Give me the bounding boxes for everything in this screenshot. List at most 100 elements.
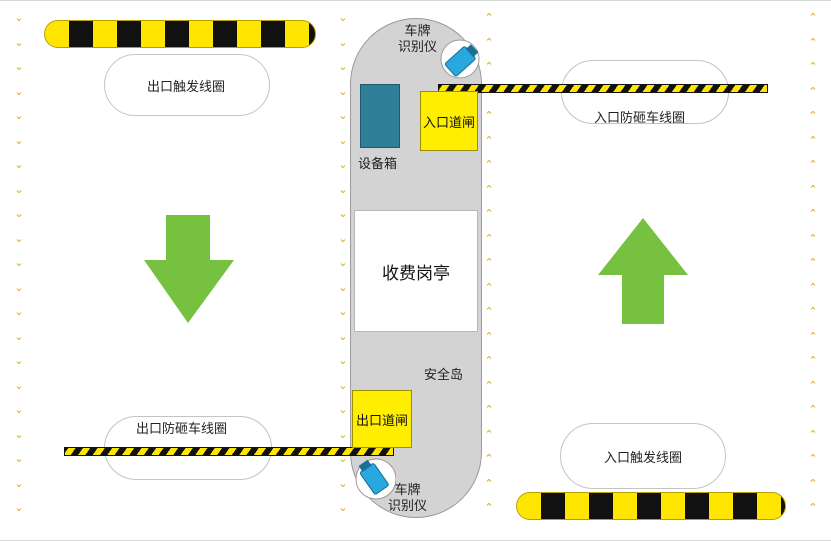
lane-mark-chevron: ⌄ xyxy=(14,11,24,24)
lane-mark-chevron: ⌄ xyxy=(338,207,348,220)
lane-mark-chevron: ⌄ xyxy=(338,133,348,147)
lane-mark-chevron: ⌃ xyxy=(808,256,818,269)
lane-mark-chevron: ⌄ xyxy=(338,403,348,416)
lane-mark-chevron: ⌄ xyxy=(338,280,348,294)
arrow-down-shape xyxy=(144,215,234,323)
lane-mark-chevron: ⌃ xyxy=(484,354,494,367)
lane-mark-chevron: ⌄ xyxy=(338,305,348,318)
camera-icon xyxy=(440,39,480,79)
lane-mark-chevron: ⌄ xyxy=(338,158,348,171)
lane-mark-chevron: ⌄ xyxy=(14,280,24,294)
lane-mark-chevron: ⌄ xyxy=(14,60,24,73)
lane-mark-chevron: ⌃ xyxy=(808,84,818,98)
lane-mark-chevron: ⌄ xyxy=(338,60,348,73)
lane-mark-chevron: ⌄ xyxy=(14,452,24,465)
lane-mark-chevron: ⌄ xyxy=(338,329,348,343)
lane-mark-chevron: ⌃ xyxy=(484,378,494,392)
lane-mark-chevron: ⌃ xyxy=(484,60,494,73)
lane-marks-center-right: ⌃⌃⌃⌃⌃⌃⌃⌃⌃⌃⌃⌃⌃⌃⌃⌃⌃⌃⌃⌃⌃ xyxy=(482,6,496,521)
exit-gate-box: 出口道闸 xyxy=(352,390,412,448)
lane-mark-chevron: ⌃ xyxy=(808,280,818,294)
lane-mark-chevron: ⌃ xyxy=(484,427,494,441)
entry-trigger-loop-label: 入口触发线圈 xyxy=(604,451,683,466)
lane-mark-chevron: ⌄ xyxy=(338,378,348,392)
lane-mark-chevron: ⌃ xyxy=(484,133,494,147)
camera-icon-bottom xyxy=(355,458,396,500)
camera-top-label-line1: 车牌 xyxy=(404,24,431,39)
lane-mark-chevron: ⌃ xyxy=(808,35,818,49)
lane-mark-chevron: ⌄ xyxy=(14,329,24,343)
lane-mark-chevron: ⌄ xyxy=(14,256,24,269)
lane-mark-chevron: ⌃ xyxy=(484,11,494,24)
lane-mark-chevron: ⌃ xyxy=(808,452,818,465)
lane-mark-chevron: ⌄ xyxy=(338,256,348,269)
device-box-label: 设备箱 xyxy=(358,157,398,172)
entry-gate-box: 入口道闸 xyxy=(420,91,478,151)
lane-mark-chevron: ⌄ xyxy=(338,84,348,98)
lane-mark-chevron: ⌄ xyxy=(14,354,24,367)
lane-mark-chevron: ⌃ xyxy=(808,207,818,220)
lane-mark-chevron: ⌄ xyxy=(14,501,24,514)
lane-mark-chevron: ⌄ xyxy=(338,182,348,196)
lane-mark-chevron: ⌄ xyxy=(338,11,348,24)
exit-trigger-loop xyxy=(104,54,270,116)
lane-mark-chevron: ⌃ xyxy=(808,109,818,122)
lane-mark-chevron: ⌃ xyxy=(484,501,494,514)
lane-mark-chevron: ⌃ xyxy=(484,476,494,490)
lane-mark-chevron: ⌃ xyxy=(484,452,494,465)
lane-mark-chevron: ⌃ xyxy=(484,231,494,245)
lane-mark-chevron: ⌄ xyxy=(14,133,24,147)
camera-bottom-label-line2: 识别仪 xyxy=(388,499,428,514)
lane-mark-chevron: ⌄ xyxy=(14,84,24,98)
lane-mark-chevron: ⌄ xyxy=(338,476,348,490)
lane-marks-right: ⌃⌃⌃⌃⌃⌃⌃⌃⌃⌃⌃⌃⌃⌃⌃⌃⌃⌃⌃⌃⌃ xyxy=(806,6,820,521)
exit-spike-strip xyxy=(44,20,316,48)
entry-spike-strip xyxy=(516,492,786,520)
lane-marks-left: ⌄⌄⌄⌄⌄⌄⌄⌄⌄⌄⌄⌄⌄⌄⌄⌄⌄⌄⌄⌄⌄ xyxy=(12,6,26,521)
lane-mark-chevron: ⌃ xyxy=(484,109,494,122)
lane-mark-chevron: ⌄ xyxy=(14,231,24,245)
lane-mark-chevron: ⌃ xyxy=(808,133,818,147)
lane-mark-chevron: ⌃ xyxy=(808,231,818,245)
lane-mark-chevron: ⌃ xyxy=(808,11,818,24)
lane-mark-chevron: ⌃ xyxy=(484,329,494,343)
toll-booth: 收费岗亭 xyxy=(354,210,478,332)
lane-mark-chevron: ⌃ xyxy=(808,427,818,441)
exit-trigger-loop-label: 出口触发线圈 xyxy=(147,80,226,95)
lane-mark-chevron: ⌄ xyxy=(14,305,24,318)
arrow-up-shape xyxy=(598,218,688,324)
lane-mark-chevron: ⌄ xyxy=(338,501,348,514)
lane-mark-chevron: ⌃ xyxy=(808,501,818,514)
lane-mark-chevron: ⌄ xyxy=(338,109,348,122)
lane-mark-chevron: ⌄ xyxy=(338,354,348,367)
device-box xyxy=(360,84,400,148)
lane-mark-chevron: ⌃ xyxy=(484,256,494,269)
camera-bottom-label-line1: 车牌 xyxy=(394,483,421,498)
lane-mark-chevron: ⌄ xyxy=(14,109,24,122)
camera-bottom-lens xyxy=(358,459,372,472)
exit-gate-arm xyxy=(64,447,394,456)
arrow-up-icon xyxy=(598,218,688,324)
lane-mark-chevron: ⌄ xyxy=(14,35,24,49)
lane-mark-chevron: ⌄ xyxy=(338,427,348,441)
lane-mark-chevron: ⌄ xyxy=(14,182,24,196)
lane-mark-chevron: ⌃ xyxy=(484,182,494,196)
lane-mark-chevron: ⌄ xyxy=(14,158,24,171)
lane-mark-chevron: ⌃ xyxy=(484,280,494,294)
arrow-down-icon xyxy=(144,215,234,323)
lane-mark-chevron: ⌃ xyxy=(808,182,818,196)
lane-mark-chevron: ⌃ xyxy=(808,378,818,392)
lane-mark-chevron: ⌄ xyxy=(14,427,24,441)
camera-bottom-label: 车牌 识别仪 xyxy=(388,483,427,515)
lane-mark-chevron: ⌃ xyxy=(808,354,818,367)
lane-mark-chevron: ⌃ xyxy=(808,476,818,490)
lane-mark-chevron: ⌃ xyxy=(808,329,818,343)
entry-trigger-loop xyxy=(560,423,726,489)
lane-mark-chevron: ⌄ xyxy=(14,378,24,392)
camera-top-label-line2: 识别仪 xyxy=(398,40,438,55)
lane-mark-chevron: ⌃ xyxy=(484,305,494,318)
lane-mark-chevron: ⌃ xyxy=(484,403,494,416)
lane-mark-chevron: ⌄ xyxy=(338,452,348,465)
lane-mark-chevron: ⌄ xyxy=(14,207,24,220)
camera-top-label: 车牌 识别仪 xyxy=(398,24,437,56)
